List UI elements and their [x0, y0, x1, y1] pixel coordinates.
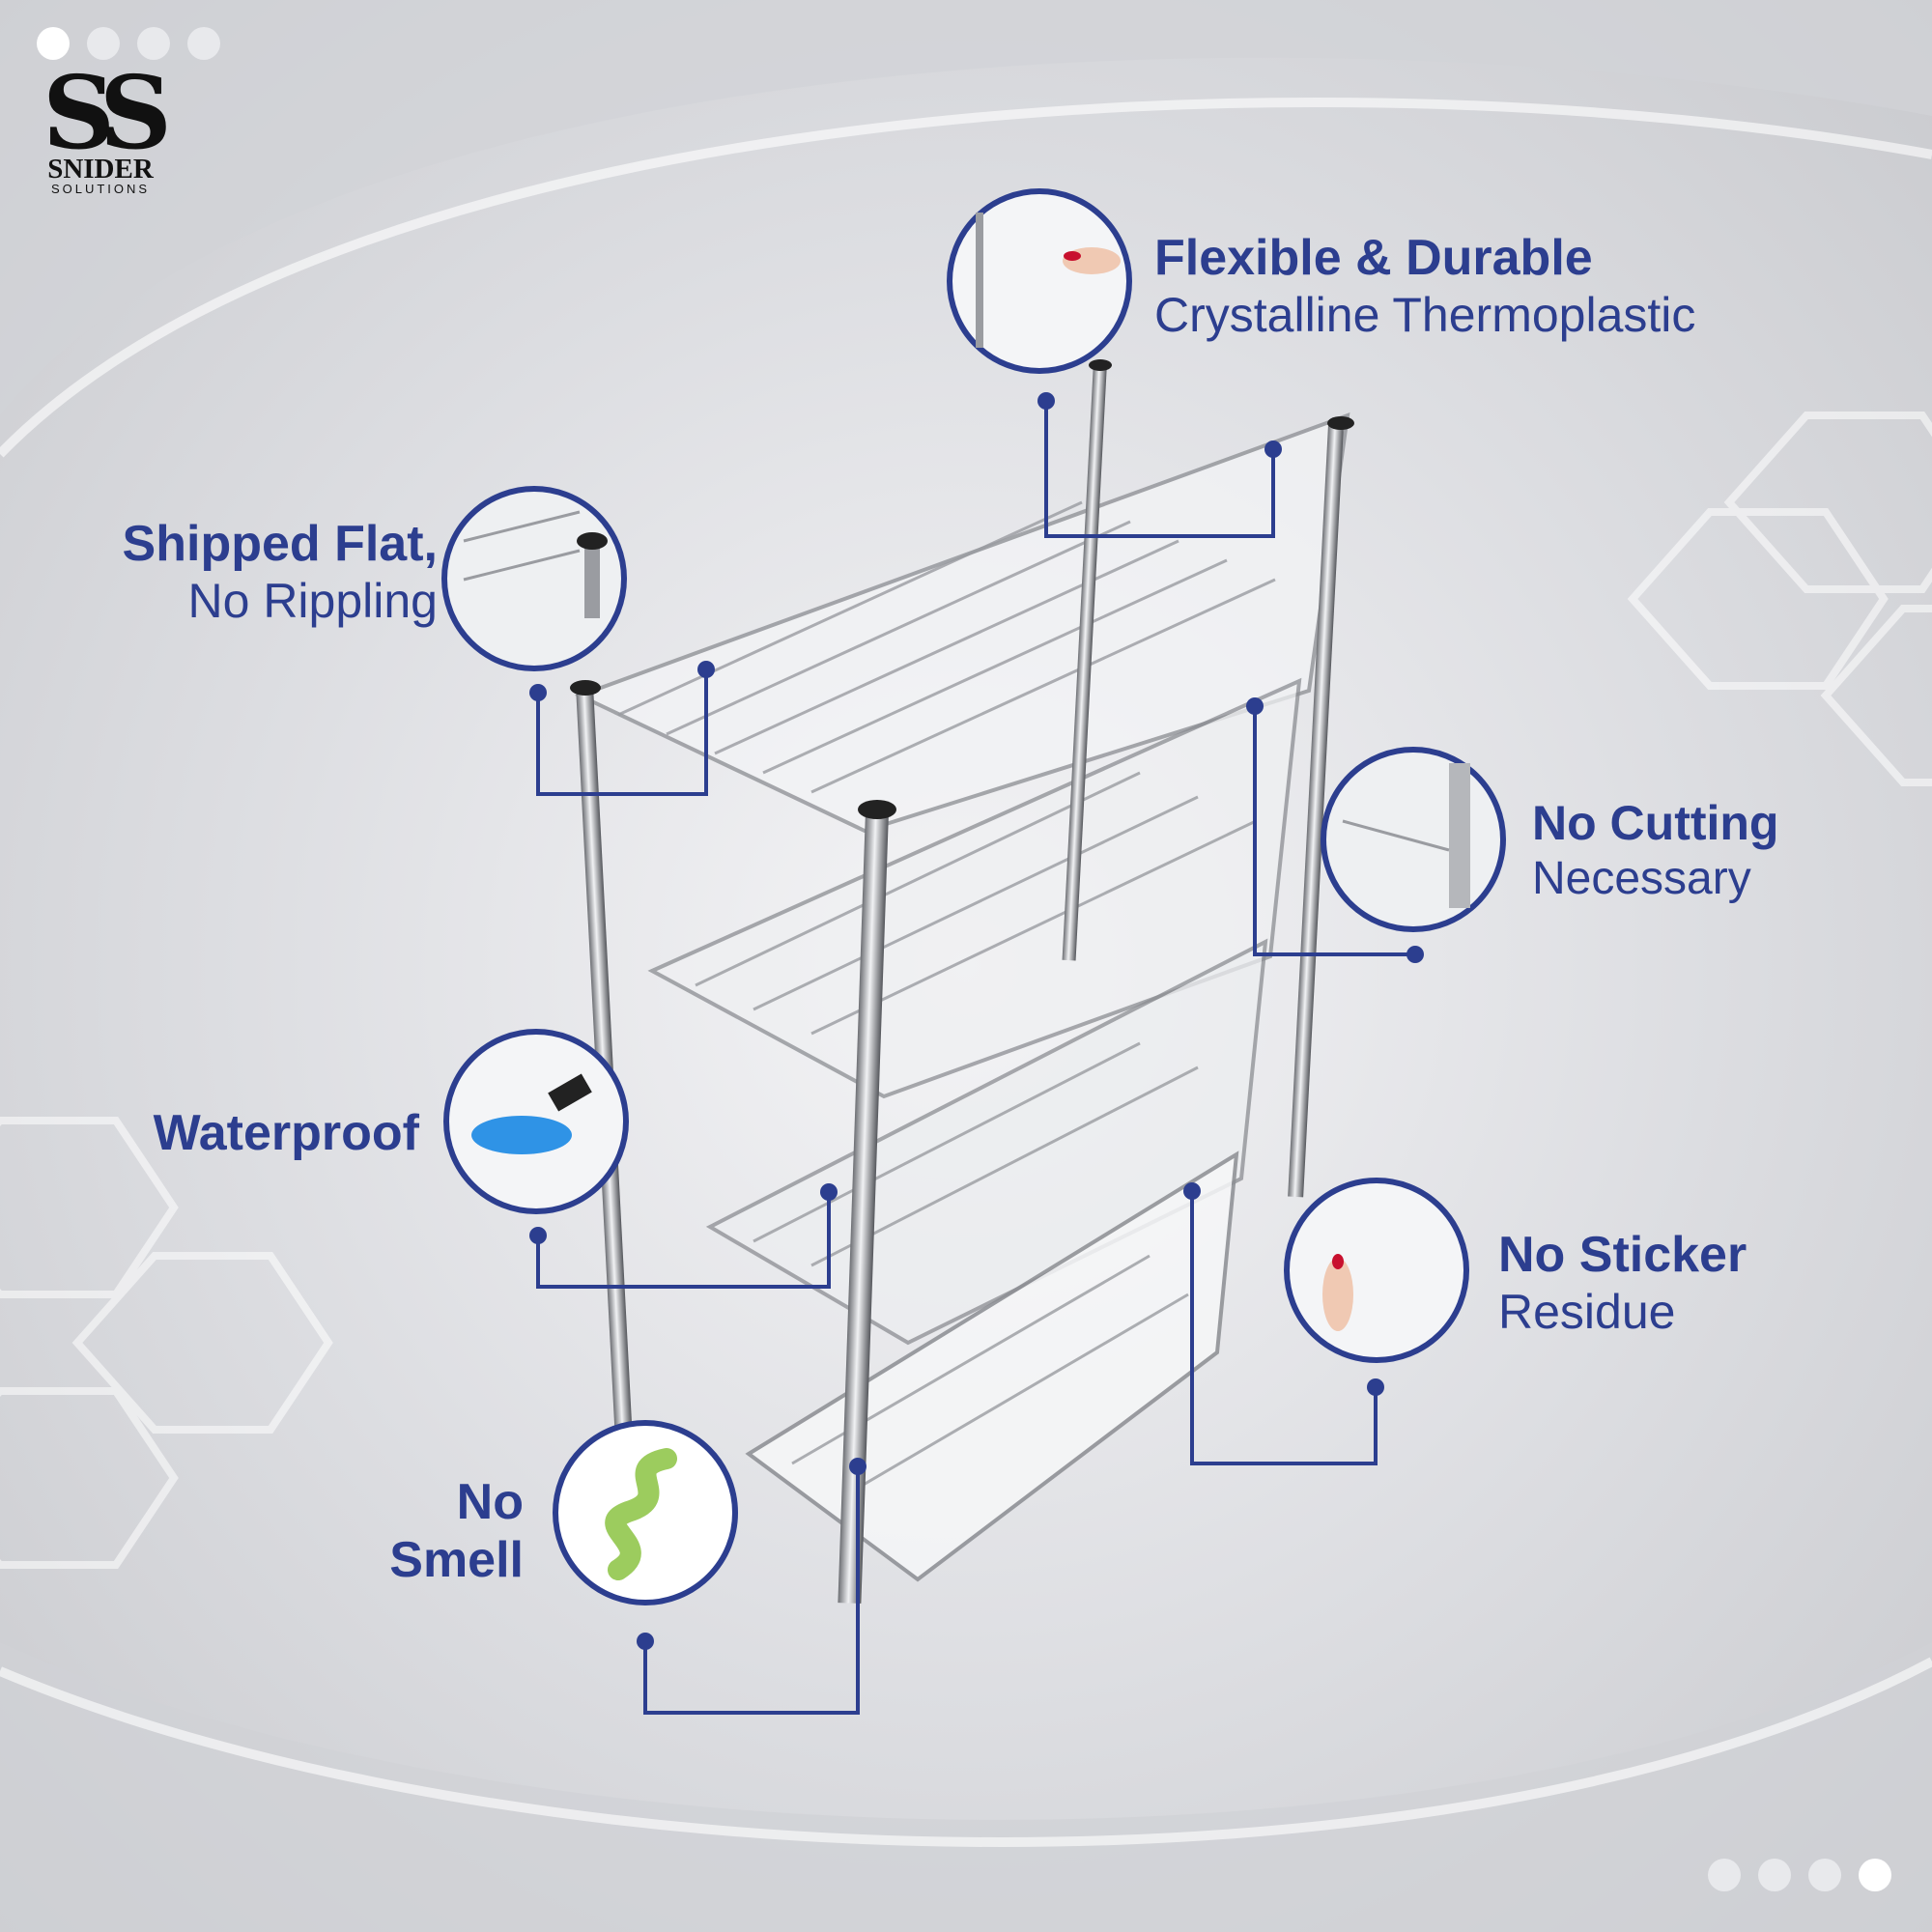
- feature-shipped-subtitle: No Rippling: [187, 573, 438, 628]
- thumbnail-sticker: [1284, 1178, 1469, 1363]
- carousel-dot-4[interactable]: [1859, 1859, 1891, 1891]
- feature-shipped-title: Shipped Flat,: [122, 516, 438, 572]
- carousel-dot-1[interactable]: [1708, 1859, 1741, 1891]
- feature-sticker-title: No Sticker: [1498, 1227, 1747, 1283]
- callout-dots: [529, 392, 1424, 1650]
- thumbnail-cutting: [1321, 747, 1506, 932]
- thumbnail-shipped: [441, 486, 627, 671]
- feature-sticker: No Sticker Residue: [1498, 1227, 1747, 1340]
- thumbnail-flexible: [947, 188, 1132, 374]
- brand-name: SNIDER: [47, 154, 154, 185]
- feature-smell-title-line2: Smell: [389, 1531, 524, 1588]
- feature-smell: No Smell: [389, 1474, 524, 1590]
- shelf-panels: [574, 412, 1350, 1582]
- carousel-dot-3[interactable]: [137, 27, 170, 60]
- carousel-dot-2[interactable]: [1758, 1859, 1791, 1891]
- logo-mark: SS: [43, 53, 172, 172]
- feature-cutting-title: No Cutting: [1532, 796, 1779, 850]
- carousel-dots-top: [37, 27, 220, 60]
- carousel-dot-2[interactable]: [87, 27, 120, 60]
- feature-waterproof: Waterproof: [154, 1105, 419, 1163]
- brand-logo: SS SNIDER SOLUTIONS: [33, 53, 172, 197]
- feature-flexible-subtitle: Crystalline Thermoplastic: [1154, 287, 1696, 342]
- carousel-dot-3[interactable]: [1808, 1859, 1841, 1891]
- feature-cutting: No Cutting Necessary: [1532, 796, 1778, 905]
- feature-smell-title-line1: No: [456, 1474, 524, 1530]
- smell-icon: [553, 1420, 738, 1605]
- feature-cutting-subtitle: Necessary: [1532, 852, 1751, 904]
- callout-lines: [536, 401, 1415, 1715]
- carousel-dots-bottom: [1708, 1859, 1891, 1891]
- feature-flexible: Flexible & Durable Crystalline Thermopla…: [1154, 230, 1695, 343]
- feature-shipped: Shipped Flat, No Rippling: [123, 516, 438, 629]
- thumbnail-waterproof: [443, 1029, 629, 1214]
- feature-flexible-title: Flexible & Durable: [1154, 230, 1593, 286]
- feature-waterproof-title: Waterproof: [153, 1105, 419, 1161]
- brand-sub: SOLUTIONS: [50, 182, 151, 196]
- carousel-dot-1[interactable]: [37, 27, 70, 60]
- carousel-dot-4[interactable]: [187, 27, 220, 60]
- feature-sticker-subtitle: Residue: [1498, 1284, 1676, 1339]
